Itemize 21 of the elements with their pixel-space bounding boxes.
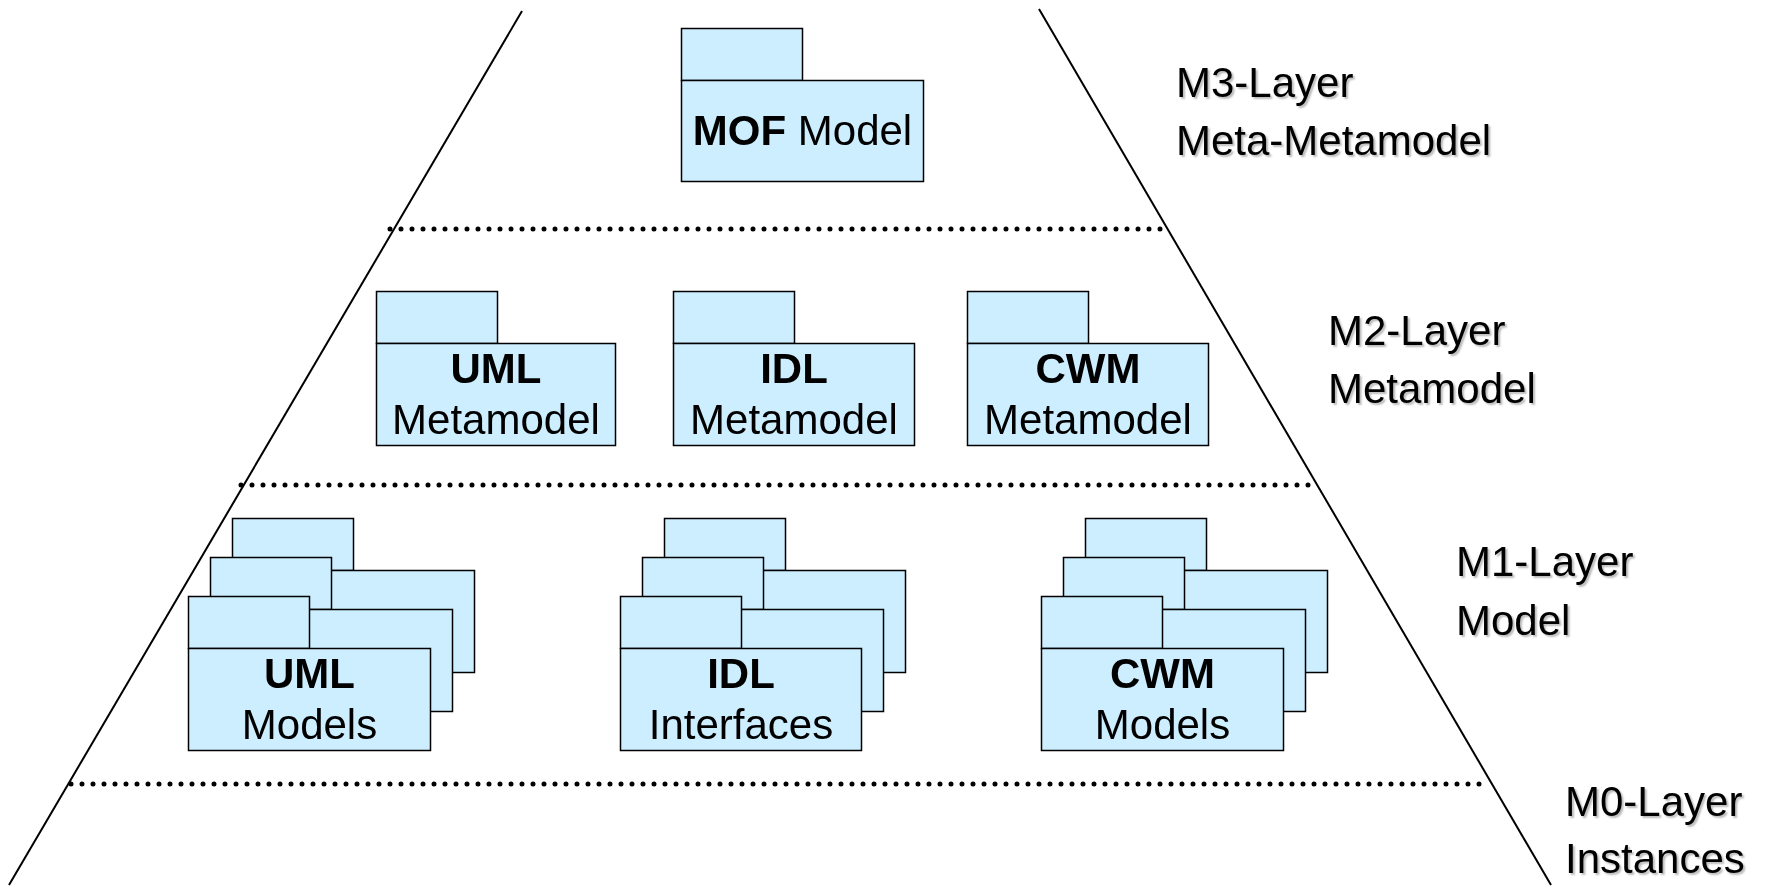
package-label: Metamodel <box>392 394 600 445</box>
package-label: MOF Model <box>692 105 913 156</box>
layer-name: M2-Layer <box>1328 310 1506 352</box>
layer-name: M1-Layer <box>1456 541 1634 583</box>
package-label: Models <box>1094 699 1231 750</box>
package-label: Models <box>241 699 378 750</box>
package-title: UML <box>450 344 542 395</box>
layer-description: Metamodel <box>1328 368 1536 410</box>
layer-name: M0-Layer <box>1565 781 1743 823</box>
layer-description: Model <box>1456 600 1571 642</box>
package-title: CWM <box>1110 649 1215 700</box>
package-title: UML <box>264 649 355 700</box>
layer-description: Instances <box>1565 838 1745 880</box>
package-title: IDL <box>760 344 828 395</box>
package-label: Interfaces <box>648 699 834 750</box>
package-title: IDL <box>707 649 775 700</box>
layer-description: Meta-Metamodel <box>1176 120 1492 162</box>
package-label: Metamodel <box>984 394 1192 445</box>
package-label: Metamodel <box>690 394 898 445</box>
layer-name: M3-Layer <box>1176 62 1354 104</box>
package-title: CWM <box>1035 344 1141 395</box>
